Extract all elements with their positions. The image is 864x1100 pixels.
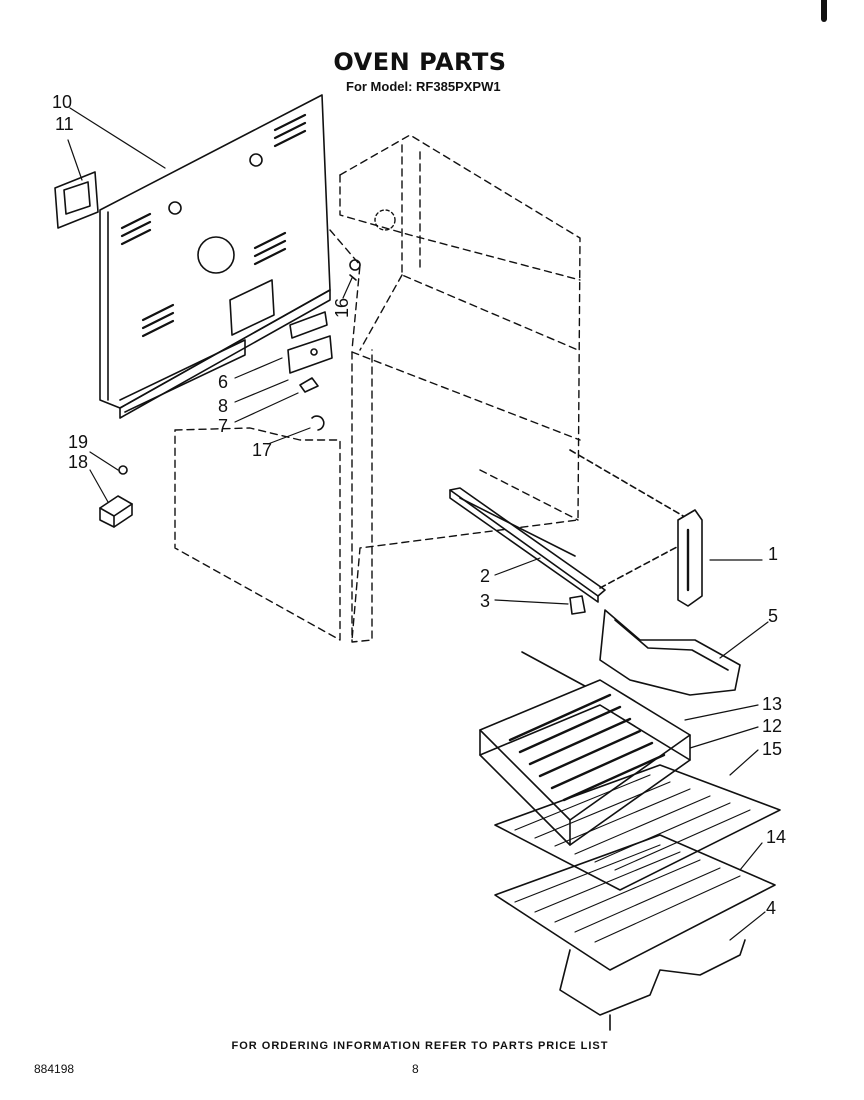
bake-element-part-4 [559, 939, 746, 1031]
callout-19: 19 [68, 432, 88, 452]
model-subtitle: For Model: RF385PXPW1 [346, 79, 501, 94]
callout-13: 13 [762, 694, 782, 714]
callout-4: 4 [766, 898, 776, 918]
rail-bracket-part-3 [569, 595, 586, 615]
broiler-pan-and-grid-parts-12-13 [479, 679, 691, 846]
callout-8: 8 [218, 396, 228, 416]
callout-18: 18 [68, 452, 88, 472]
callout-12: 12 [762, 716, 782, 736]
oven-rack-part-15 [494, 764, 781, 891]
rack-support-rail-part-2 [449, 487, 606, 603]
page-edge-mark [821, 0, 827, 22]
oven-back-panel [99, 94, 331, 419]
callout-15: 15 [762, 739, 782, 759]
switch-assembly-parts-6-8 [287, 311, 333, 393]
callout-2: 2 [480, 566, 490, 586]
leader-lines [67, 107, 769, 941]
side-trim-part-1 [677, 509, 703, 607]
callout-11: 11 [55, 114, 74, 134]
terminal-block-part-18 [99, 465, 133, 528]
page-number: 8 [412, 1062, 419, 1076]
oven-rack-part-14 [494, 834, 776, 971]
rail-connector-line [569, 449, 691, 589]
screw-part-16 [349, 259, 361, 281]
callout-5: 5 [768, 606, 778, 626]
callout-3: 3 [480, 591, 490, 611]
page-title: OVEN PARTS [333, 48, 507, 76]
callout-labels: 10 11 6 8 7 17 16 19 18 2 3 1 5 13 12 15… [52, 92, 786, 918]
callout-1: 1 [768, 544, 778, 564]
oven-cavity-outline [339, 134, 581, 643]
callout-16: 16 [332, 298, 352, 318]
document-number: 884198 [34, 1062, 75, 1076]
callout-7: 7 [218, 416, 228, 436]
callout-6: 6 [218, 372, 228, 392]
bracket-part-11 [54, 171, 99, 229]
ordering-note: FOR ORDERING INFORMATION REFER TO PARTS … [231, 1040, 609, 1052]
callout-10: 10 [52, 92, 72, 112]
heating-element-part-5 [521, 609, 741, 706]
callout-17: 17 [252, 440, 272, 460]
callout-14: 14 [766, 827, 786, 847]
clip-part-17 [311, 415, 325, 431]
side-panel-outline [174, 229, 361, 641]
